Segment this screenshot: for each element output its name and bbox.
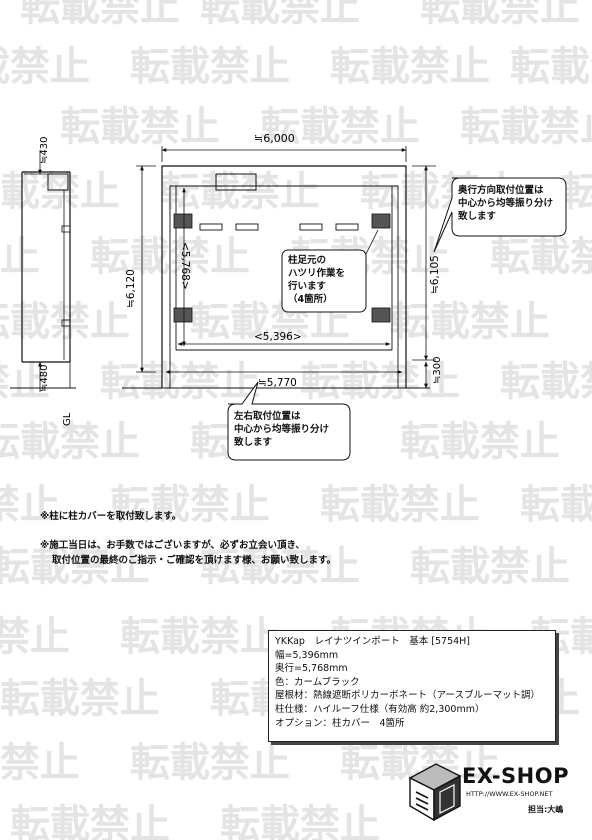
front-dim-lines	[136, 146, 436, 389]
callout-chip-line3: 行います	[288, 281, 327, 292]
watermark-text: 転載禁止	[20, 0, 180, 30]
callout-post-chip: 柱足元の ハツリ作業を 行います （4箇所）	[288, 254, 345, 306]
front-elevation	[161, 165, 407, 388]
note-construction-line1: ※施工当日は、お手数ではございますが、必ずお立会い頂き、	[40, 540, 305, 551]
watermark-text: 転載禁止	[320, 482, 480, 528]
callout-chip-line4: （4箇所）	[288, 294, 333, 305]
watermark-text: 転載禁止	[490, 234, 592, 280]
post-chip-areas	[173, 213, 391, 323]
callout-chip-bubble	[281, 249, 367, 313]
dim-inner-width: <5,396>	[254, 331, 302, 343]
watermark-text: 転載禁止	[0, 44, 90, 90]
callout-chip-line2: ハツリ作業を	[288, 268, 346, 279]
watermark-text: 転載禁止	[200, 0, 360, 30]
spec-color: 色：カームブラック	[275, 676, 360, 688]
watermark-text: 転載禁止	[0, 359, 50, 405]
callout-side-mount: 左右取付位置は 中心から均等振り分け 致します	[234, 410, 329, 449]
watermark-text: 転載禁止	[390, 299, 550, 345]
spec-roof: 屋根材：熱線遮断ポリカーボネート（アースブルーマット調）	[275, 690, 540, 702]
watermark-text: 転載禁止	[520, 482, 592, 528]
watermark-text: 転載禁止	[0, 482, 60, 528]
callout-depth-line2: 中心から均等振り分け	[458, 198, 554, 209]
watermark-text: 転載禁止	[400, 419, 560, 465]
dim-side-bottom: ≒480	[39, 365, 50, 392]
dim-inner-depth: <5,768>	[179, 242, 191, 290]
watermark-text: 転載禁止	[0, 676, 160, 722]
watermark-text: 転載禁止	[0, 740, 80, 786]
watermark-text: 転載禁止	[260, 104, 420, 150]
watermark-text: 転載禁止	[60, 104, 220, 150]
watermark-text: 転載禁止	[0, 419, 140, 465]
watermark-text: 転載禁止	[10, 802, 170, 840]
watermark-text: 転載禁止	[0, 544, 150, 590]
brand-logo: EX-SHOP HTTP://WWW.EX-SHOP.NET 担当:大嶋	[404, 758, 574, 828]
watermark-text: 転載禁止	[100, 359, 260, 405]
watermark-text: 転載禁止	[110, 482, 270, 528]
callout-side-line3: 致します	[234, 437, 273, 448]
callout-side-line2: 中心から均等振り分け	[234, 424, 330, 435]
dim-side-top: ≒430	[39, 137, 50, 164]
side-dim-lines	[30, 150, 56, 392]
callout-depth-mount: 奥行方向取付位置は 中心から均等振り分け 致します	[458, 184, 553, 223]
cube-logo-icon	[408, 763, 462, 822]
watermark-text: 転載禁止	[420, 0, 580, 30]
spec-box: YKKap レイナツインポート 基本 [5754H] 幅=5,396mm 奥行=…	[268, 630, 556, 742]
spec-option: オプション：柱カバー 4箇所	[275, 717, 405, 729]
watermark-text: 転載禁止	[300, 359, 460, 405]
watermark-text: 転載禁止	[330, 44, 490, 90]
watermark-text: 転載禁止	[130, 740, 290, 786]
callout-depth-line1: 奥行方向取付位置は	[458, 185, 544, 196]
watermark-text: 転載禁止	[0, 169, 120, 215]
watermark-text: 転載禁止	[0, 614, 70, 660]
watermark-text: 転載禁止	[200, 544, 360, 590]
note-construction-line2: 取付位置の最終のご指示・ご確認を頂けます様、お願い致します。	[52, 555, 337, 566]
dim-height-left: ≒6,120	[125, 269, 137, 308]
spec-title: YKKap レイナツインポート 基本 [5754H]	[275, 636, 471, 647]
spec-depth: 奥行=5,768mm	[275, 663, 348, 675]
callout-side-line1: 左右取付位置は	[234, 411, 301, 422]
callout-depth-bubble	[433, 177, 567, 253]
watermark-text: 転載禁止	[0, 234, 40, 280]
watermark-text: 転載禁止	[510, 44, 592, 90]
watermark-text: 転載禁止	[220, 802, 380, 840]
spec-width: 幅=5,396mm	[275, 649, 339, 661]
logo-staff: 担当:大嶋	[528, 805, 564, 814]
callout-depth-line3: 致します	[458, 211, 497, 222]
watermark-text: 転載禁止	[160, 169, 320, 215]
callout-side-bubble	[227, 381, 351, 461]
dim-overall-width: ≒6,000	[254, 132, 295, 145]
gl-label: GL	[62, 412, 73, 426]
side-elevation	[21, 171, 71, 388]
dim-height-right: ≒6,105	[429, 255, 441, 294]
watermark-text: 転載禁止	[410, 544, 570, 590]
watermark-text: 転載禁止	[500, 359, 592, 405]
dim-right-bottom: ≒300	[432, 357, 443, 384]
spec-pillar: 柱仕様：ハイルーフ仕様（有効高 約2,300mm）	[275, 703, 485, 715]
watermark-text: 転載禁止	[130, 44, 290, 90]
watermark-text: 転載禁止	[120, 614, 280, 660]
dim-post-span: ≒5,770	[258, 377, 297, 389]
watermark-text: 転載禁止	[460, 104, 592, 150]
note-pillar-cover: ※柱に柱カバーを取付致します。	[40, 511, 182, 522]
gutter-box	[215, 173, 257, 191]
callout-chip-line1: 柱足元の	[288, 255, 327, 266]
logo-brand: EX-SHOP	[462, 764, 569, 788]
logo-url: HTTP://WWW.EX-SHOP.NET	[466, 790, 553, 798]
beam-slots	[199, 223, 359, 231]
